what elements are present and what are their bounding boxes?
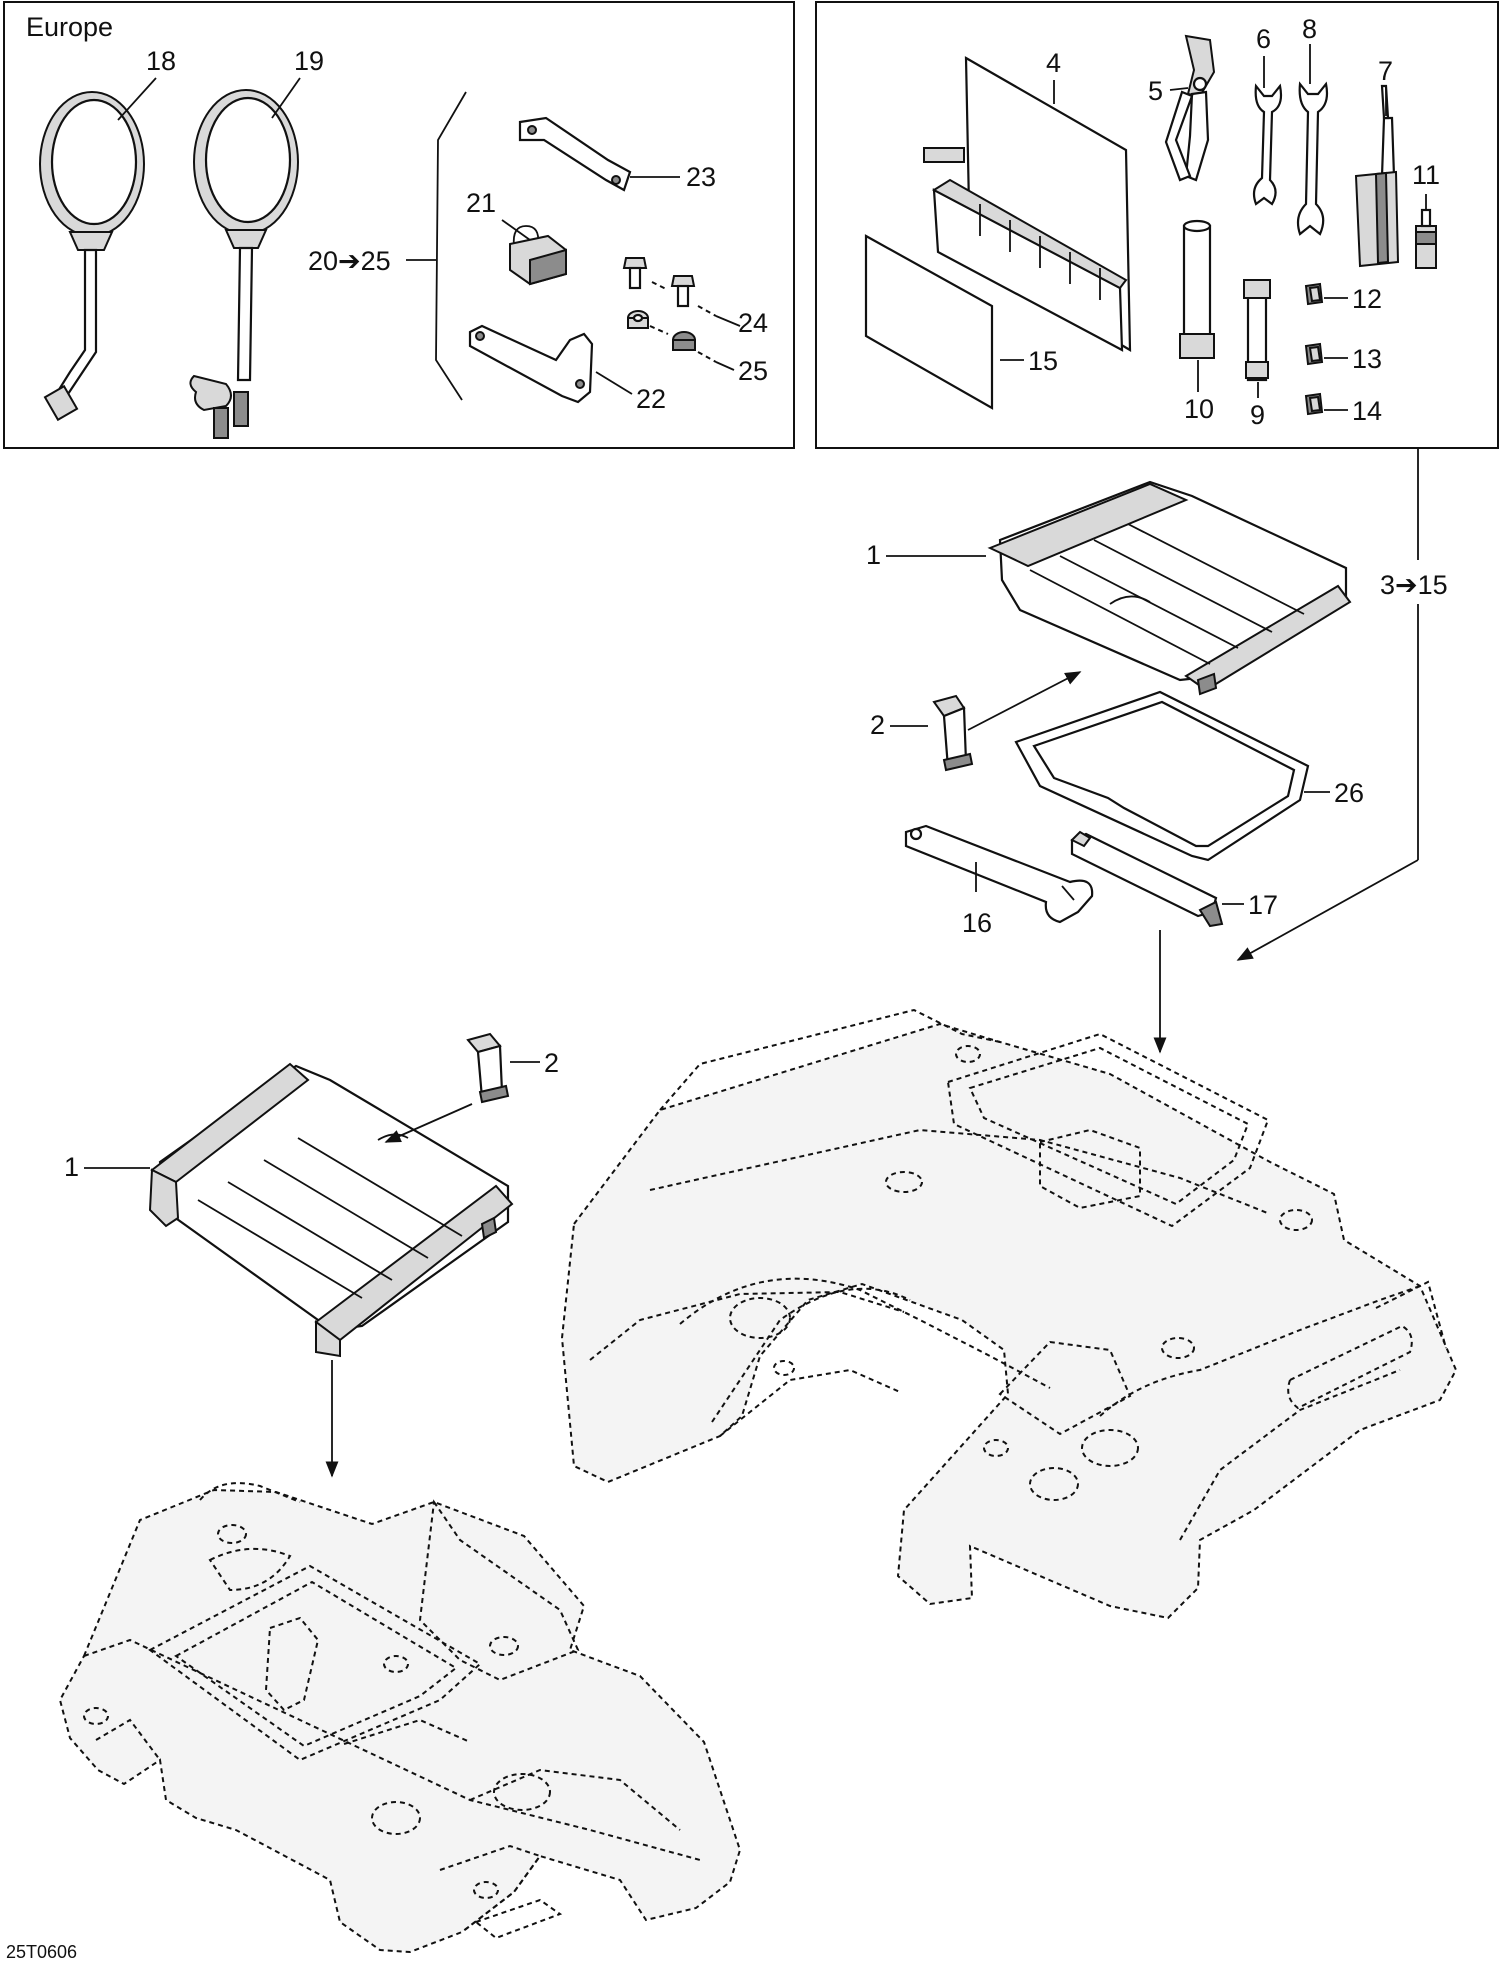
fuse-14 [1304,392,1324,416]
leader-24 [715,315,741,327]
callout-9: 9 [1250,400,1265,430]
front-rack-1-lower [148,1062,514,1358]
fuse-12 [1304,282,1324,306]
rear-rack-1-upper [987,480,1352,696]
bracket-20-25 [435,91,467,401]
clip-2-upper [932,694,974,772]
callout-2a: 2 [870,710,885,740]
leader-5 [1169,87,1189,91]
strap-23 [518,116,632,192]
callout-15: 15 [1028,346,1058,376]
card-15 [864,234,994,410]
callout-22: 22 [636,384,666,414]
tool-pouch-4 [923,56,1132,352]
socket-wrench-10 [1179,219,1215,359]
tool-kit-panel: 4 15 5 6 8 [815,1,1499,449]
callout-8: 8 [1302,14,1317,44]
socket-9 [1243,279,1271,382]
callout-1a: 1 [866,540,881,570]
drawing-code: 25T0606 [6,1942,77,1962]
tool-kit-panel-frame [815,1,1499,449]
callout-21: 21 [466,188,496,218]
front-fender-body [58,1482,742,1954]
callout-11: 11 [1412,160,1440,190]
leader-25 [715,361,735,371]
callout-17: 17 [1248,890,1278,920]
callout-25: 25 [738,356,768,386]
nut-25a [627,310,649,329]
bolt-24b [670,275,696,308]
range-label-3-15: 3➔15 [1380,570,1448,600]
callout-5: 5 [1148,76,1163,106]
gasket-26 [1014,690,1310,862]
leader-22 [595,371,633,395]
latch-17 [1070,830,1224,928]
europe-panel-frame [3,1,795,449]
range-label-20-25: 20➔25 [308,246,391,276]
spanner-16 [904,824,1094,924]
callout-12: 12 [1352,284,1382,314]
bracket-22 [468,324,594,404]
europe-mirror-kit-panel: Europe 18 19 20➔25 [3,1,795,449]
callout-24: 24 [738,308,768,338]
bit-11 [1415,208,1437,269]
callout-14: 14 [1352,396,1382,426]
bolt-24a [622,257,648,290]
mirror-19-drawing [189,89,299,439]
clip-2-lower [466,1032,510,1104]
rear-fender-body [560,1008,1458,1620]
clip-2-lower-arrow [384,1103,473,1143]
callout-2b: 2 [544,1048,559,1078]
callout-16: 16 [962,908,992,938]
callout-19: 19 [294,46,324,76]
leader-19 [271,77,301,119]
callout-4: 4 [1046,48,1061,78]
clip-2-upper-arrow [967,671,1082,731]
callout-23: 23 [686,162,716,192]
callout-26: 26 [1334,778,1364,808]
callout-10: 10 [1184,394,1214,424]
callout-7: 7 [1378,56,1393,86]
fuse-13 [1304,342,1324,366]
wrench-8 [1296,81,1329,236]
wrench-6 [1252,83,1283,206]
lock-21 [509,225,567,286]
callout-18: 18 [146,46,176,76]
screwdriver-7 [1354,84,1400,268]
nut-25b [672,331,696,351]
callout-1b: 1 [64,1152,79,1182]
mirror-18-drawing [39,91,145,422]
leader-18 [117,77,157,121]
pliers-5 [1164,34,1216,182]
callout-6: 6 [1256,24,1271,54]
callout-13: 13 [1352,344,1382,374]
tool-kit-arrow [1236,859,1419,961]
region-label: Europe [26,12,113,42]
